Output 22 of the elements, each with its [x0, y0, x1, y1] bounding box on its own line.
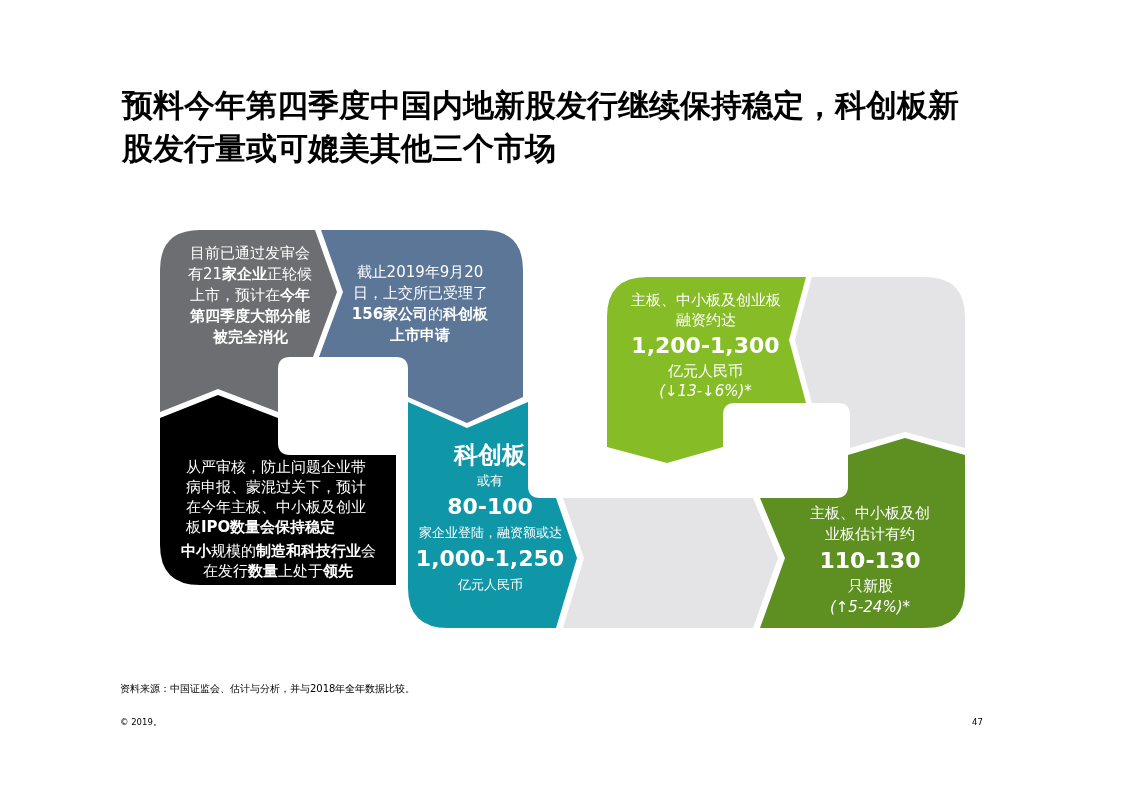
panel-text: 截止2019年9月20日，上交所已受理了156家公司的科创板上市申请: [350, 262, 490, 346]
arrow-panel: [408, 402, 577, 628]
panel-text: 主板、中小板及创业板融资约达1,200-1,300亿元人民币: [629, 290, 782, 381]
arrow-panel: [607, 277, 806, 463]
arrow-panel: [319, 230, 523, 423]
arrow-panel: [563, 498, 778, 628]
panel-text: 中小规模的制造和科技行业会在发行数量上处于领先: [179, 541, 377, 581]
panel-heading: 科创板: [454, 440, 526, 470]
panel-text: 或有80-100家企业登陆，融资额或达1,000-1,250亿元人民币: [415, 472, 565, 594]
copyright-note: © 2019。: [120, 716, 162, 729]
arrow-panel: [160, 395, 396, 585]
change-note: (↓13-↓6%)*: [659, 381, 752, 401]
panel-text: 目前已通过发审会有21家企业正轮候上市，预计在今年第四季度大部分能被完全消化: [186, 243, 314, 348]
arrow-panel: [795, 277, 965, 448]
arrow-panel: [760, 438, 965, 628]
page-number: 47: [972, 716, 983, 729]
panel-text: 主板、中小板及创业板估计有约110-130只新股: [809, 503, 931, 597]
change-note: (↑5-24%)*: [829, 597, 911, 618]
slide-title: 预料今年第四季度中国内地新股发行继续保持稳定，科创板新股发行量或可媲美其他三个市场: [122, 86, 960, 168]
source-note: 资料来源：中国证监会、估计与分析，并与2018年全年数据比较。: [120, 682, 416, 696]
arrow-panel: [160, 230, 337, 413]
panel-text: 从严审核，防止问题企业带病申报、蒙混过关下，预计在今年主板、中小板及创业板IPO数量会保持稳定: [186, 457, 367, 537]
